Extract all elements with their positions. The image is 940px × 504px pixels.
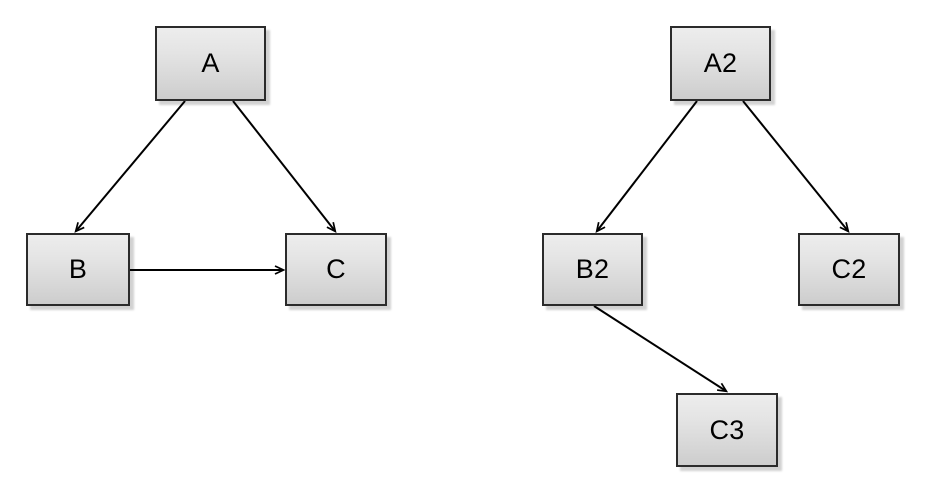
node-b[interactable]: B — [26, 233, 130, 306]
node-label: B2 — [575, 254, 610, 284]
edge-a-to-c[interactable] — [232, 100, 337, 233]
node-label: B — [68, 254, 88, 284]
node-a2[interactable]: A2 — [670, 26, 771, 101]
node-label: A — [201, 48, 220, 78]
node-a[interactable]: A — [155, 26, 266, 101]
node-c3[interactable]: C3 — [676, 393, 778, 467]
node-label: A2 — [703, 48, 738, 78]
node-c[interactable]: C — [285, 233, 387, 306]
node-label: C3 — [709, 414, 745, 445]
edge-b2-to-c3[interactable] — [593, 305, 729, 393]
edge-a-to-b[interactable] — [74, 100, 186, 233]
edge-a2-to-b2[interactable] — [595, 100, 698, 233]
node-label: C2 — [831, 254, 867, 284]
edge-a2-to-c2[interactable] — [742, 100, 850, 233]
node-b2[interactable]: B2 — [542, 233, 643, 306]
node-c2[interactable]: C2 — [798, 233, 900, 306]
node-label: C — [326, 254, 346, 284]
